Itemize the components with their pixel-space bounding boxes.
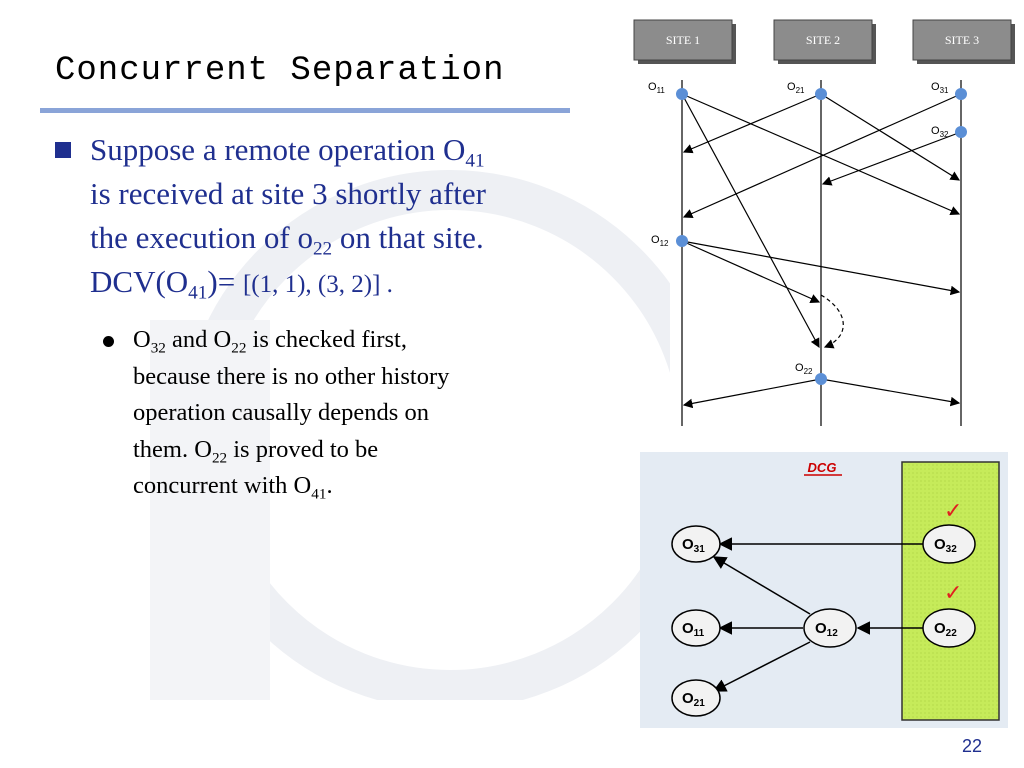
- op-label-o31: O31: [931, 81, 949, 95]
- round-bullet-icon: [103, 336, 114, 347]
- title-underline: [40, 108, 570, 113]
- edge-o12-o31: [712, 556, 811, 615]
- main-bullet-text: Suppose a remote operation O41 is receiv…: [90, 128, 600, 307]
- sub-bullet-text: O32 and O22 is checked first, because th…: [133, 322, 553, 505]
- msg-o22-to-site1: [682, 378, 822, 409]
- op-dot-o22: [815, 373, 827, 385]
- sub-text: .: [326, 472, 333, 499]
- site-timeline-diagram: SITE 1 SITE 2 SITE 3 O11 O21 O31 O32 O12: [633, 19, 1015, 426]
- square-bullet-icon: [55, 142, 71, 158]
- dcg-node-o31: O31: [671, 525, 721, 563]
- dcv-value: [(1, 1), (3, 2)] .: [242, 271, 393, 298]
- bullet1-line4-mid: )=: [207, 264, 243, 299]
- site-1-label: SITE 1: [666, 33, 700, 47]
- bullet1-line3-text: the execution of o: [90, 220, 313, 255]
- op-dot-o32: [955, 126, 967, 138]
- svg-text:O31: O31: [682, 536, 705, 555]
- op-dot-o11: [676, 88, 688, 100]
- check-o32-icon: ✓: [944, 499, 962, 524]
- sub-text: them. O: [133, 435, 212, 463]
- sub-text: is proved to be: [227, 435, 379, 463]
- op-dot-o21: [815, 88, 827, 100]
- svg-text:O21: O21: [682, 690, 705, 709]
- dcg-node-o22: O22: [922, 608, 976, 648]
- dcg-node-o32: O32: [922, 524, 976, 564]
- msg-o21-to-site1: [682, 93, 822, 154]
- site-3-box: SITE 3: [912, 19, 1015, 64]
- dashed-curve-arrow: [820, 294, 844, 349]
- op-label-o32: O32: [931, 125, 949, 139]
- site-2-label: SITE 2: [806, 33, 840, 47]
- msg-o12-to-site2: [681, 240, 821, 303]
- svg-text:O12: O12: [815, 620, 838, 639]
- bullet1-line4-sub: 41: [188, 282, 208, 304]
- svg-text:O22: O22: [934, 620, 957, 639]
- bullet1-line1-sub: 41: [465, 150, 485, 172]
- sub-text: O: [133, 326, 151, 353]
- msg-o31-to-site1: [682, 93, 962, 218]
- site-3-label: SITE 3: [945, 33, 979, 47]
- sub-text: 32: [150, 339, 166, 357]
- page-number: 22: [962, 736, 983, 756]
- sub-text: is checked first,: [246, 326, 407, 353]
- bullet1-line3-sub: 22: [312, 238, 333, 260]
- op-label-o12: O12: [651, 234, 669, 248]
- site-1-box: SITE 1: [633, 19, 736, 64]
- bullet1-line1-text: Suppose a remote operation O: [90, 132, 466, 167]
- op-dot-o12: [676, 235, 688, 247]
- msg-o21-to-site3: [820, 93, 961, 181]
- dcg-title: DCG: [808, 460, 837, 475]
- check-o22-icon: ✓: [944, 581, 962, 606]
- dcg-diagram: DCG O31 O11 O21 O12 O32 O22 ✓ ✓: [640, 452, 1008, 728]
- msg-o12-to-site3: [681, 240, 961, 296]
- sub-text: concurrent with O: [133, 472, 312, 499]
- slide-title: Concurrent Separation: [55, 52, 505, 90]
- dcg-node-o21: O21: [671, 679, 721, 717]
- msg-o11-to-site3: [681, 93, 961, 216]
- sub-text: 22: [231, 339, 247, 357]
- edge-o12-o21: [712, 641, 811, 692]
- bullet1-line2-text: is received at site 3 shortly after: [90, 176, 486, 211]
- checked-ops-highlight: [901, 461, 1000, 721]
- msg-o32-to-site2: [821, 131, 962, 186]
- dcg-node-o12: O12: [803, 608, 857, 648]
- svg-text:O32: O32: [934, 536, 957, 555]
- sub-text: because there is no other history: [133, 362, 450, 390]
- sub-text: 22: [211, 448, 228, 466]
- sub-text: and O: [165, 326, 232, 353]
- svg-text:O11: O11: [682, 620, 705, 639]
- sub-text: operation causally depends on: [133, 399, 429, 426]
- sub-text: 41: [311, 485, 327, 503]
- dcg-node-o11: O11: [671, 609, 721, 647]
- op-label-o11: O11: [648, 81, 665, 95]
- msg-o11-to-site2: [681, 93, 820, 349]
- bullet1-line4-text: DCV(O: [90, 264, 189, 299]
- site-2-box: SITE 2: [773, 19, 876, 64]
- op-label-o22: O22: [795, 362, 813, 376]
- bullet1-line3-post: on that site.: [332, 220, 484, 255]
- op-label-o21: O21: [787, 81, 805, 95]
- op-dot-o31: [955, 88, 967, 100]
- msg-o22-to-site3: [820, 378, 961, 407]
